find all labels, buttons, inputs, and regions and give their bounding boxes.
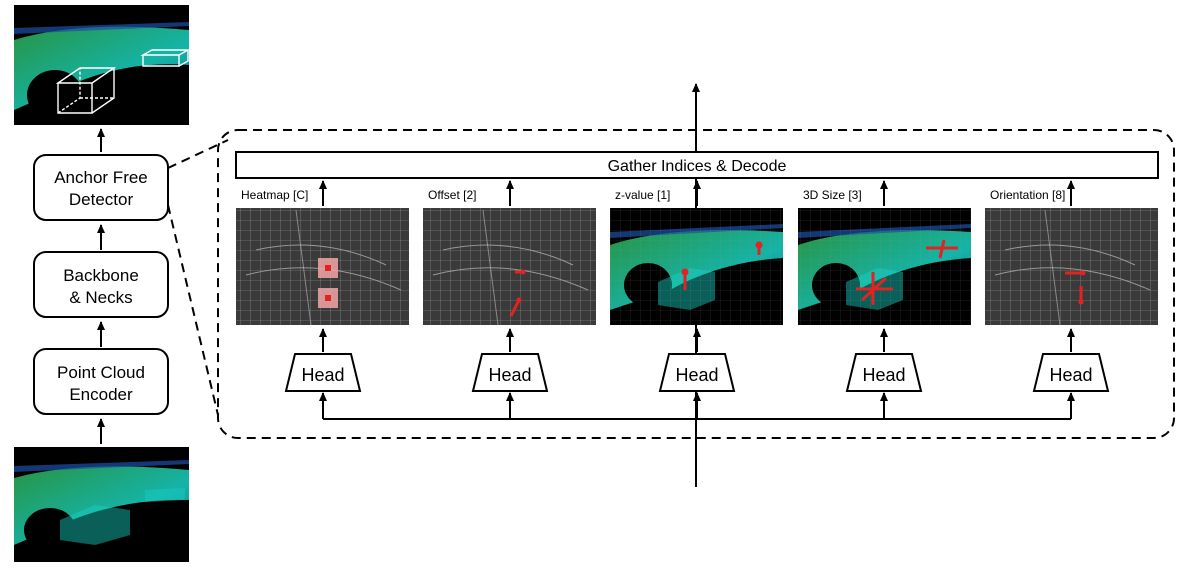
orientation-grid-image	[985, 208, 1158, 326]
head-block	[658, 353, 736, 392]
backbone-necks-line2: & Necks	[69, 288, 132, 307]
backbone-necks-box: Backbone & Necks	[33, 251, 169, 318]
point-cloud-encoder-line2: Encoder	[69, 385, 133, 404]
gather-decode-label: Gather Indices & Decode	[608, 158, 787, 175]
head-label: Head	[862, 365, 905, 385]
head-block	[471, 353, 549, 392]
head-block	[1032, 353, 1110, 392]
output-lidar-image	[14, 5, 191, 125]
head-column-3: Head z-value [1]	[610, 180, 783, 419]
point-cloud-encoder-line1: Point Cloud	[57, 363, 145, 382]
head-column-2: Head Offset [2]	[423, 180, 596, 419]
input-lidar-image	[14, 447, 189, 562]
head-column-1: Head Heatmap [C]	[236, 180, 409, 419]
head-block	[284, 353, 362, 392]
heatmap-grid-image	[236, 208, 409, 326]
anchor-free-detector-box: Anchor Free Detector	[33, 154, 169, 221]
head-output-title: Offset [2]	[428, 188, 476, 202]
anchor-free-detector-line1: Anchor Free	[54, 168, 148, 187]
offset-grid-image	[423, 208, 596, 326]
head-block	[845, 353, 923, 392]
head-output-title: 3D Size [3]	[803, 188, 862, 202]
head-label: Head	[675, 365, 718, 385]
point-cloud-encoder-box: Point Cloud Encoder	[33, 348, 169, 415]
size-lidar-image	[798, 208, 971, 325]
bounding-box-3d-icon	[55, 49, 191, 114]
head-column-4: Head 3D Size [3]	[798, 180, 971, 419]
head-output-title: Orientation [8]	[990, 188, 1065, 202]
head-output-title: Heatmap [C]	[241, 188, 308, 202]
head-label: Head	[301, 365, 344, 385]
head-label: Head	[488, 365, 531, 385]
z-value-lidar-image	[610, 208, 783, 325]
anchor-free-detector-line2: Detector	[69, 190, 134, 209]
backbone-necks-line1: Backbone	[63, 266, 139, 285]
head-label: Head	[1049, 365, 1092, 385]
head-column-5: Head Orientation [8]	[985, 180, 1158, 419]
head-output-title: z-value [1]	[615, 188, 670, 202]
gather-decode-box: Gather Indices & Decode	[235, 151, 1159, 179]
